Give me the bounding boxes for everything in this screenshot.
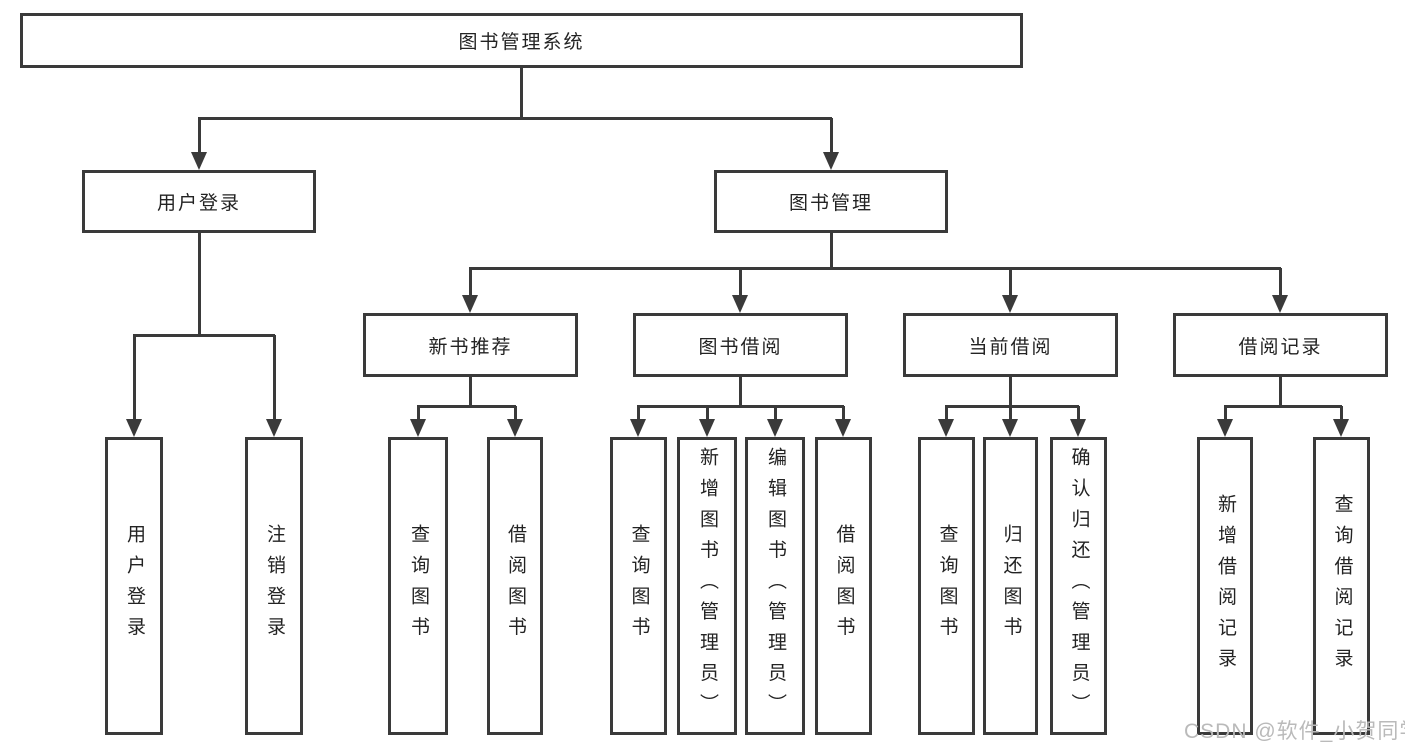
node-label: 确认归还（管理员） (1068, 447, 1090, 725)
leaf-borrow-books-recommend: 借阅图书 (487, 437, 543, 735)
leaf-add-book-admin: 新增图书（管理员） (677, 437, 737, 735)
connector-line (842, 406, 845, 424)
node-library-system: 图书管理系统 (20, 13, 1023, 68)
node-label: 查询图书 (407, 524, 429, 648)
node-label: 归还图书 (1000, 524, 1022, 648)
arrow-down-icon (410, 419, 426, 437)
node-new-book-recommend: 新书推荐 (363, 313, 578, 377)
node-label: 借阅图书 (833, 524, 855, 648)
connector-line (198, 118, 201, 157)
arrow-down-icon (630, 419, 646, 437)
leaf-logout: 注销登录 (245, 437, 303, 735)
node-label: 图书管理 (788, 193, 873, 214)
node-label: 当前借阅 (968, 336, 1053, 358)
arrow-down-icon (699, 419, 715, 437)
connector-line (830, 233, 833, 268)
connector-line (945, 406, 948, 424)
arrow-down-icon (1002, 419, 1018, 437)
leaf-confirm-return-admin: 确认归还（管理员） (1050, 437, 1107, 735)
connector-line (1340, 406, 1343, 424)
connector-line (1009, 377, 1012, 406)
connector-line (637, 406, 640, 424)
arrow-down-icon (1217, 419, 1233, 437)
arrow-down-icon (938, 419, 954, 437)
node-label: 编辑图书（管理员） (764, 447, 786, 725)
arrow-down-icon (1272, 295, 1288, 313)
leaf-edit-book-admin: 编辑图书（管理员） (745, 437, 805, 735)
leaf-query-books-current: 查询图书 (918, 437, 975, 735)
node-book-borrowing: 图书借阅 (633, 313, 848, 377)
connector-line (739, 268, 742, 300)
node-label: 注销登录 (263, 524, 285, 648)
connector-line (1224, 406, 1227, 424)
connector-line (469, 268, 472, 300)
connector-line (706, 406, 709, 424)
node-borrowing-records: 借阅记录 (1173, 313, 1388, 377)
node-book-management: 图书管理 (714, 170, 948, 233)
connector-line (1279, 377, 1282, 406)
leaf-borrow-books-borrowing: 借阅图书 (815, 437, 872, 735)
connector-line (198, 233, 201, 335)
node-label: 用户登录 (123, 524, 145, 648)
csdn-watermark: CSDN @软件_小贺同学 (1184, 720, 1405, 743)
leaf-user-login: 用户登录 (105, 437, 163, 735)
connector-line (273, 335, 276, 424)
arrow-down-icon (767, 419, 783, 437)
leaf-query-borrow-record: 查询借阅记录 (1313, 437, 1370, 735)
connector-line (133, 335, 136, 424)
connector-line (198, 117, 832, 120)
node-label: 新书推荐 (428, 336, 513, 358)
connector-line (830, 118, 833, 157)
leaf-return-books: 归还图书 (983, 437, 1038, 735)
arrow-down-icon (462, 295, 478, 313)
arrow-down-icon (507, 419, 523, 437)
arrow-down-icon (835, 419, 851, 437)
connector-line (1077, 406, 1080, 424)
node-label: 图书管理系统 (458, 32, 585, 53)
node-user-login: 用户登录 (82, 170, 316, 233)
connector-line (133, 334, 275, 337)
arrow-down-icon (126, 419, 142, 437)
connector-line (1009, 268, 1012, 300)
node-current-borrowing: 当前借阅 (903, 313, 1118, 377)
arrow-down-icon (1070, 419, 1086, 437)
connector-line (469, 267, 1281, 270)
arrow-down-icon (191, 152, 207, 170)
node-label: 查询图书 (936, 524, 958, 648)
arrow-down-icon (732, 295, 748, 313)
node-label: 借阅图书 (504, 524, 526, 648)
node-label: 查询图书 (628, 524, 650, 648)
connector-line (739, 377, 742, 406)
arrow-down-icon (1333, 419, 1349, 437)
node-label: 查询借阅记录 (1331, 493, 1353, 679)
node-label: 图书借阅 (698, 336, 783, 358)
connector-line (520, 68, 523, 118)
connector-line (1009, 406, 1012, 424)
node-label: 用户登录 (156, 193, 241, 214)
leaf-query-books-borrowing: 查询图书 (610, 437, 667, 735)
arrow-down-icon (266, 419, 282, 437)
connector-line (637, 405, 844, 408)
arrow-down-icon (1002, 295, 1018, 313)
connector-line (417, 406, 420, 424)
node-label: 借阅记录 (1238, 336, 1323, 358)
leaf-query-books-recommend: 查询图书 (388, 437, 448, 735)
connector-line (774, 406, 777, 424)
connector-line (1224, 405, 1342, 408)
connector-line (417, 405, 516, 408)
leaf-add-borrow-record: 新增借阅记录 (1197, 437, 1253, 735)
node-label: 新增借阅记录 (1214, 493, 1236, 679)
connector-line (469, 377, 472, 406)
connector-line (945, 405, 1079, 408)
node-label: 新增图书（管理员） (696, 447, 718, 725)
connector-line (514, 406, 517, 424)
arrow-down-icon (823, 152, 839, 170)
connector-line (1279, 268, 1282, 300)
